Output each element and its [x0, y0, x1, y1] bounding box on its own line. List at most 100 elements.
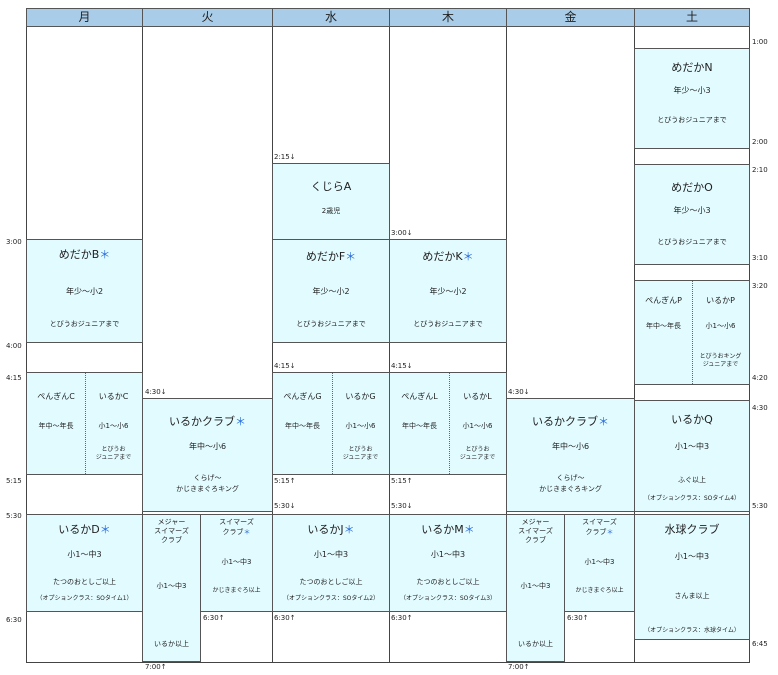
class-note: ジュニアまで — [702, 361, 739, 368]
time-marker: 3:00↓ — [391, 229, 413, 237]
class-grade: 年少～小3 — [673, 206, 711, 215]
time-marker: 5:15↑ — [391, 477, 413, 485]
class-name-line: スイマーズ — [518, 527, 553, 535]
class-block-sat-p[interactable]: ぺんぎんP 年中～年長 いるかP 小1～小6 とびうおキング ジュニアまで — [634, 280, 750, 385]
class-block-fri-major[interactable]: メジャー スイマーズ クラブ 小1～中3 いるか以上 — [506, 514, 565, 662]
class-name: めだかK — [422, 250, 463, 263]
class-name: いるかD — [58, 523, 100, 536]
day-header-wed: 水 — [272, 8, 390, 27]
time-marker: 7:00↑ — [145, 663, 167, 671]
class-name: 水球クラブ — [664, 523, 720, 536]
class-name: ぺんぎんG — [283, 392, 322, 401]
time-label-right: 4:30 — [752, 404, 768, 412]
star-mark: ＊ — [343, 523, 355, 536]
time-label-right: 3:10 — [752, 254, 768, 262]
time-label-right: 6:45 — [752, 640, 768, 648]
class-name: ぺんぎんP — [645, 296, 682, 305]
class-option: （オプションクラス：SOタイム2） — [282, 595, 380, 602]
class-grade: 小1～中3 — [430, 550, 466, 559]
class-block-tue-swimmers[interactable]: スイマーズ クラブ＊ 小1～中3 かじきまぐろ以上 — [200, 514, 273, 612]
star-mark: ＊ — [243, 528, 251, 536]
class-condition: かじきまぐろ以上 — [575, 587, 624, 594]
class-grade: 小1～中3 — [674, 442, 710, 451]
class-block-thu-k[interactable]: めだかK＊ 年少～小2 とびうおジュニアまで — [389, 239, 507, 343]
time-label-right: 5:30 — [752, 502, 768, 510]
class-block-sat-n[interactable]: めだかN 年少～小3 とびうおジュニアまで — [634, 48, 750, 149]
class-name-line: メジャー — [521, 518, 550, 526]
star-mark: ＊ — [606, 528, 614, 536]
class-note: とびうおジュニアまで — [296, 320, 366, 328]
day-header-mon: 月 — [26, 8, 143, 27]
time-marker: 7:00↑ — [508, 663, 530, 671]
class-note: かじきまぐろキング — [539, 485, 602, 493]
class-block-wed-g[interactable]: ぺんぎんG 年中～年長 いるかG 小1～小6 とびうお ジュニアまで — [272, 372, 390, 475]
class-option: （オプションクラス：SOタイム4） — [643, 495, 741, 502]
time-marker: 4:15↓ — [391, 362, 413, 370]
class-note: ジュニアまで — [459, 454, 496, 461]
class-block-sat-q[interactable]: いるかQ 小1～中3 ふぐ以上 （オプションクラス：SOタイム4） — [634, 400, 750, 512]
time-marker: 6:30↑ — [391, 614, 413, 622]
class-condition: たつのおとしご以上 — [416, 578, 480, 586]
class-name: いるかJ — [307, 523, 344, 536]
class-name-line: スイマーズ — [154, 527, 189, 535]
time-label-left: 4:15 — [6, 374, 22, 382]
class-condition: かじきまぐろ以上 — [212, 587, 261, 594]
class-name: いるかG — [345, 392, 376, 401]
class-note: とびうおキング — [699, 353, 742, 360]
class-name: めだかF — [305, 250, 346, 263]
class-grade: 年少～小2 — [65, 287, 104, 296]
class-name: いるかQ — [671, 413, 713, 426]
time-label-right: 1:00 — [752, 38, 768, 46]
time-marker: 2:15↓ — [274, 153, 296, 161]
class-block-wed-j[interactable]: いるかJ＊ 小1～中3 たつのおとしご以上 （オプションクラス：SOタイム2） — [272, 514, 390, 612]
class-note: ジュニアまで — [95, 454, 132, 461]
class-block-mon-c[interactable]: ぺんぎんC 年中～年長 いるかC 小1～小6 とびうお ジュニアまで — [26, 372, 143, 475]
time-label-left: 6:30 — [6, 616, 22, 624]
class-block-mon-d[interactable]: いるかD＊ 小1～中3 たつのおとしご以上 （オプションクラス：SOタイム1） — [26, 514, 143, 612]
class-option: （オプションクラス：水球タイム） — [644, 627, 740, 634]
class-note: ジュニアまで — [342, 454, 379, 461]
time-marker: 5:15↑ — [274, 477, 296, 485]
class-block-tue-club[interactable]: いるかクラブ＊ 年中～小6 くらげ～ かじきまぐろキング — [142, 398, 273, 512]
class-note: とびうお — [348, 446, 373, 453]
class-block-sat-o[interactable]: めだかO 年少～小3 とびうおジュニアまで — [634, 164, 750, 265]
class-name: めだかB — [58, 248, 100, 261]
class-block-fri-club[interactable]: いるかクラブ＊ 年中～小6 くらげ～ かじきまぐろキング — [506, 398, 635, 512]
class-grade: 年少～小2 — [429, 287, 467, 296]
class-name: ぺんぎんC — [37, 392, 75, 401]
class-name-line: クラブ — [525, 536, 546, 544]
class-grade: 小1～中3 — [520, 582, 551, 590]
day-header-fri: 金 — [506, 8, 635, 27]
class-block-thu-l[interactable]: ぺんぎんL 年中～年長 いるかL 小1～小6 とびうお ジュニアまで — [389, 372, 507, 475]
class-block-mon-b[interactable]: めだかB＊ 年少～小2 とびうおジュニアまで — [26, 239, 143, 343]
class-grade: 小1～小6 — [345, 422, 376, 430]
class-grade: 年中～年長 — [646, 322, 681, 330]
star-mark: ＊ — [345, 250, 357, 263]
class-block-thu-m[interactable]: いるかM＊ 小1～中3 たつのおとしご以上 （オプションクラス：SOタイム3） — [389, 514, 507, 612]
time-label-right: 2:00 — [752, 138, 768, 146]
class-name: いるかP — [706, 296, 735, 305]
class-grade: 年中～年長 — [285, 422, 320, 430]
class-name-line: クラブ — [161, 536, 182, 544]
day-header-tue: 火 — [142, 8, 273, 27]
class-grade: 小1～小6 — [98, 422, 129, 430]
class-block-fri-swimmers[interactable]: スイマーズ クラブ＊ 小1～中3 かじきまぐろ以上 — [564, 514, 635, 612]
star-mark: ＊ — [99, 248, 111, 261]
class-condition: たつのおとしご以上 — [299, 578, 363, 586]
class-block-wed-a[interactable]: くじらA 2歳児 — [272, 163, 390, 240]
class-grade: 小1～中3 — [156, 582, 187, 590]
class-note: かじきまぐろキング — [176, 485, 239, 493]
class-note: くらげ～ — [193, 474, 222, 482]
class-grade: 年少～小2 — [312, 287, 350, 296]
time-marker: 4:30↓ — [508, 388, 530, 396]
time-marker: 4:15↓ — [274, 362, 296, 370]
time-label-left: 3:00 — [6, 238, 22, 246]
class-block-tue-major[interactable]: メジャー スイマーズ クラブ 小1～中3 いるか以上 — [142, 514, 201, 662]
class-name: いるかM — [421, 523, 464, 536]
star-mark: ＊ — [463, 523, 475, 536]
class-block-sat-polo[interactable]: 水球クラブ 小1～中3 さんま以上 （オプションクラス：水球タイム） — [634, 514, 750, 640]
class-block-wed-f[interactable]: めだかF＊ 年少～小2 とびうおジュニアまで — [272, 239, 390, 343]
class-name: いるかクラブ — [169, 415, 235, 428]
class-grade: 年中～小6 — [188, 442, 227, 451]
class-grade: 小1～小6 — [705, 322, 736, 330]
